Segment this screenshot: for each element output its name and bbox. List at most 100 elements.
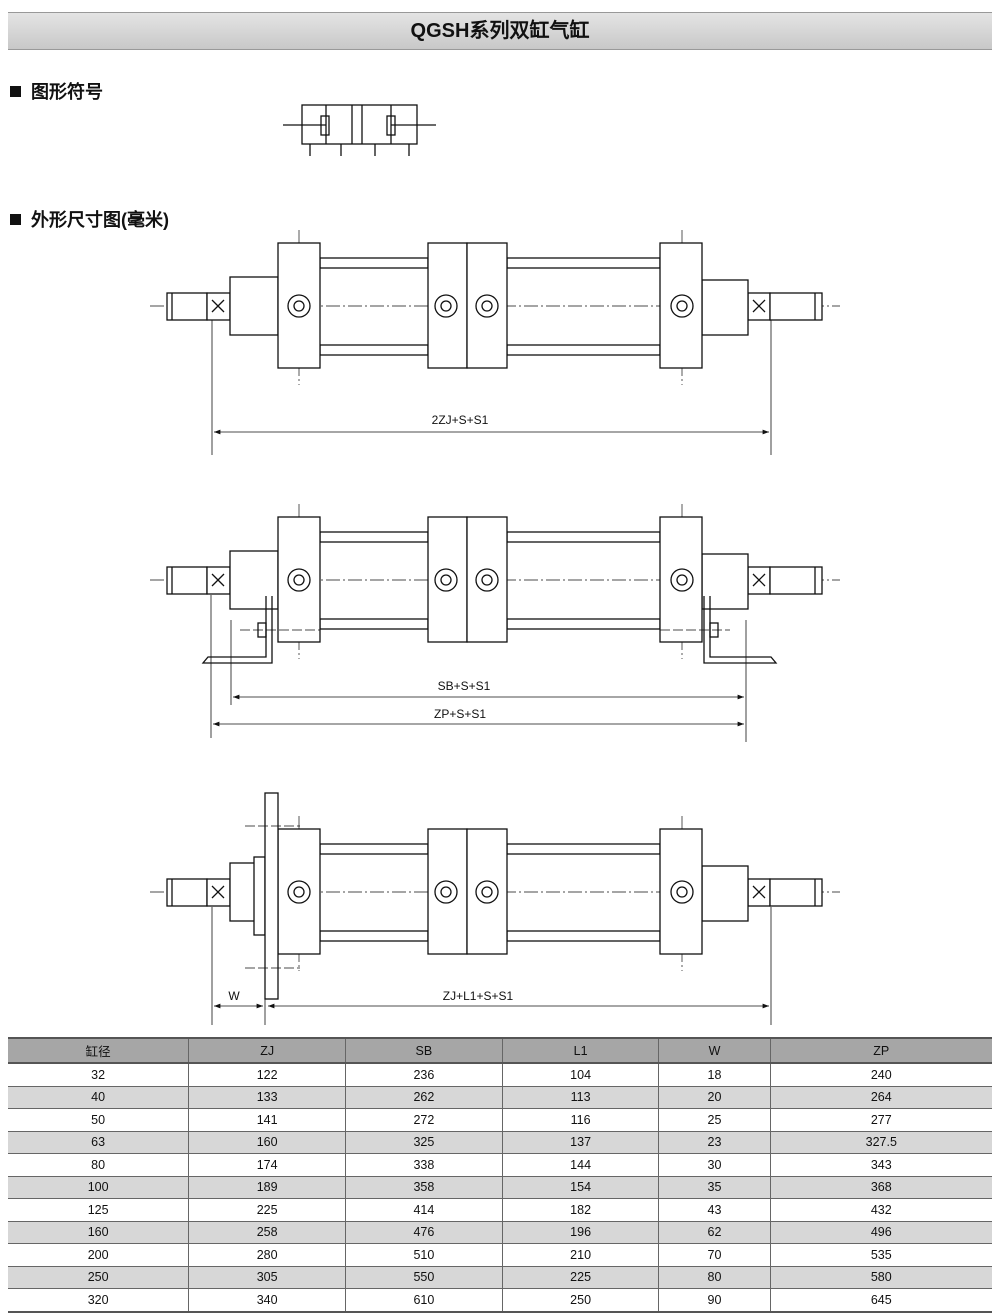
tie-rod — [506, 344, 661, 356]
port-hole-icon — [475, 568, 499, 592]
port-inner — [676, 300, 688, 312]
table-cell: 144 — [501, 1153, 659, 1177]
rod-nut-right — [769, 878, 823, 907]
table-cell: 104 — [501, 1063, 659, 1087]
rod-cover-right — [701, 553, 749, 610]
end-plate — [466, 828, 508, 955]
table-cell: 320 — [8, 1288, 189, 1313]
table-cell: 240 — [769, 1063, 992, 1087]
tie-rod — [506, 257, 661, 269]
port-inner — [293, 886, 305, 898]
table-cell: 189 — [188, 1176, 346, 1199]
flange-plate — [264, 792, 279, 1000]
table-cell: 236 — [345, 1063, 503, 1087]
pneumatic-symbol — [283, 104, 436, 156]
table-cell: 210 — [501, 1243, 659, 1267]
cross-icon — [752, 885, 766, 899]
section-dimensions-label: 外形尺寸图(毫米) — [31, 210, 169, 230]
port-hole-icon — [670, 568, 694, 592]
table-cell: 327.5 — [769, 1131, 992, 1154]
port-inner — [481, 300, 493, 312]
table-cell: 160 — [8, 1221, 189, 1244]
table-cell: 50 — [8, 1108, 189, 1132]
column-header: ZJ — [188, 1037, 346, 1064]
column-header: L1 — [501, 1037, 659, 1064]
table-cell: 35 — [658, 1176, 771, 1199]
tie-rod — [319, 618, 429, 630]
table-cell: 496 — [769, 1221, 992, 1244]
page-title: QGSH系列双缸气缸 — [8, 12, 992, 50]
table-cell: 122 — [188, 1063, 346, 1087]
table-cell: 196 — [501, 1221, 659, 1244]
table-cell: 70 — [658, 1243, 771, 1267]
dim-label-zj-l1: ZJ+L1+S+S1 — [443, 989, 514, 1003]
rod-cover-left — [229, 550, 279, 610]
table-cell: 40 — [8, 1086, 189, 1109]
rod-nut-left — [166, 878, 208, 907]
table-cell: 20 — [658, 1086, 771, 1109]
cross-icon — [211, 885, 225, 899]
port-hole-icon — [670, 294, 694, 318]
foot-bracket-left — [201, 596, 273, 664]
column-header: SB — [345, 1037, 503, 1064]
port-inner — [440, 574, 452, 586]
cross-icon — [211, 573, 225, 587]
rod-nut-right — [769, 566, 823, 595]
tie-rod — [319, 930, 429, 942]
port-inner — [481, 886, 493, 898]
tie-rod — [506, 618, 661, 630]
table-cell: 80 — [8, 1153, 189, 1177]
table-cell: 225 — [188, 1198, 346, 1222]
table-cell: 414 — [345, 1198, 503, 1222]
table-cell: 250 — [501, 1288, 659, 1313]
table-cell: 280 — [188, 1243, 346, 1267]
table-cell: 225 — [501, 1266, 659, 1289]
port-hole-icon — [287, 294, 311, 318]
section-heading-dimensions: 外形尺寸图(毫米) — [10, 206, 169, 232]
port-inner — [676, 574, 688, 586]
tie-rod — [506, 531, 661, 543]
table-cell: 141 — [188, 1108, 346, 1132]
table-cell: 154 — [501, 1176, 659, 1199]
table-cell: 305 — [188, 1266, 346, 1289]
table-cell: 133 — [188, 1086, 346, 1109]
table-cell: 343 — [769, 1153, 992, 1177]
rod-nut-right — [769, 292, 823, 321]
end-plate — [466, 242, 508, 369]
tie-rod — [319, 257, 429, 269]
section-heading-symbol: 图形符号 — [10, 78, 103, 104]
table-cell: 535 — [769, 1243, 992, 1267]
table-cell: 510 — [345, 1243, 503, 1267]
bullet-square-icon — [10, 85, 21, 97]
table-cell: 325 — [345, 1131, 503, 1154]
port-hole-icon — [434, 568, 458, 592]
port-hole-icon — [475, 294, 499, 318]
cross-icon — [211, 299, 225, 313]
table-cell: 610 — [345, 1288, 503, 1313]
table-cell: 63 — [8, 1131, 189, 1154]
end-plate — [427, 828, 468, 955]
port-hole-icon — [670, 880, 694, 904]
table-cell: 18 — [658, 1063, 771, 1087]
table-cell: 258 — [188, 1221, 346, 1244]
drawing-foot-mount — [150, 504, 840, 664]
table-cell: 113 — [501, 1086, 659, 1109]
dim-label-2zj: 2ZJ+S+S1 — [432, 413, 489, 427]
table-cell: 160 — [188, 1131, 346, 1154]
tie-rod — [506, 930, 661, 942]
table-cell: 250 — [8, 1266, 189, 1289]
table-cell: 272 — [345, 1108, 503, 1132]
port-hole-icon — [287, 568, 311, 592]
dim-label-zp: ZP+S+S1 — [434, 707, 486, 721]
flange-step — [253, 856, 266, 936]
table-cell: 645 — [769, 1288, 992, 1313]
port-hole-icon — [434, 294, 458, 318]
